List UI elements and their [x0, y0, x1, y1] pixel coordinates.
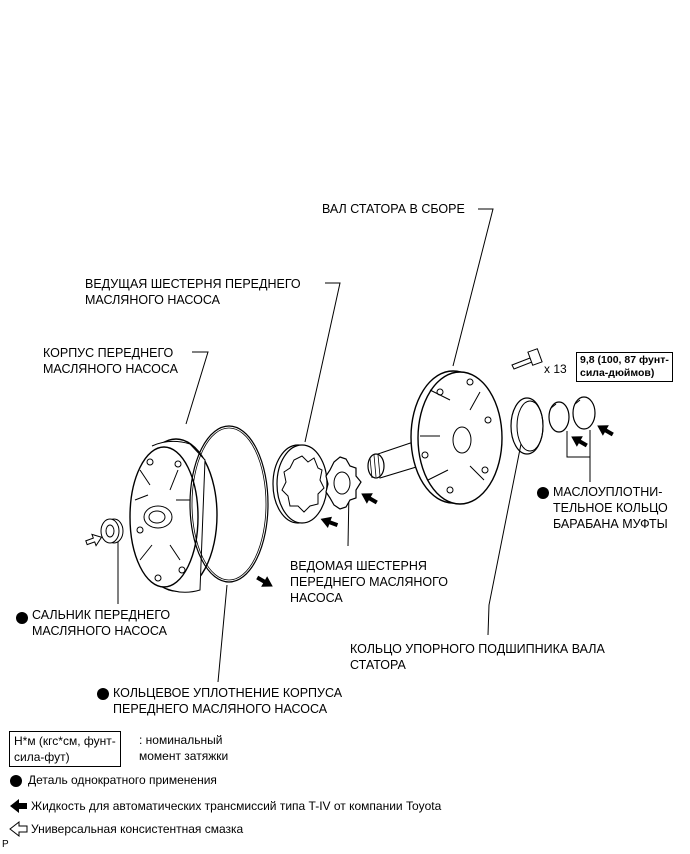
seal-ring-part-1	[548, 401, 570, 433]
label-o-ring: КОЛЬЦЕВОЕ УПЛОТНЕНИЕ КОРПУСА ПЕРЕДНЕГО М…	[113, 686, 343, 716]
legend-single-use-bullet-icon	[10, 775, 22, 787]
oil-seal-part	[100, 518, 124, 544]
label-bolt-quantity: x 13	[544, 362, 567, 376]
o-ring-part	[189, 425, 269, 583]
corner-mark: P	[2, 839, 9, 850]
label-oil-seal: САЛЬНИК ПЕРЕДНЕГО МАСЛЯНОГО НАСОСА	[32, 608, 171, 638]
legend-atf: Жидкость для автоматических трансмиссий …	[31, 799, 442, 813]
atf-arrow-icon	[256, 575, 273, 587]
atf-arrows	[256, 425, 614, 587]
single-use-bullet-icon	[537, 487, 549, 499]
atf-arrow-icon	[320, 516, 339, 528]
legend-grease-arrow-icon	[9, 820, 28, 838]
torque-spec-box: 9,8 (100, 87 фунт- сила-дюймов)	[576, 352, 673, 382]
leader-bearing-race	[487, 443, 522, 636]
leader-drive-gear	[304, 282, 341, 443]
drive-gear-part	[272, 444, 328, 524]
label-stator-shaft: ВАЛ СТАТОРА В СБОРЕ	[322, 202, 465, 216]
legend-units-description: : номинальный момент затяжки	[139, 733, 229, 763]
legend-units-box: Н*м (кгс*см, фунт- сила-фут)	[9, 731, 121, 767]
leader-seal-ring	[566, 431, 591, 482]
leader-o-ring	[217, 584, 228, 683]
legend-atf-arrow-icon	[10, 799, 27, 813]
seal-ring-part-2	[572, 396, 596, 430]
bolt-part	[511, 348, 543, 370]
single-use-bullet-icon	[16, 612, 28, 624]
grease-arrow-icon	[85, 533, 103, 547]
label-pump-body: КОРПУС ПЕРЕДНЕГО МАСЛЯНОГО НАСОСА	[43, 346, 178, 376]
label-drive-gear: ВЕДУЩАЯ ШЕСТЕРНЯ ПЕРЕДНЕГО МАСЛЯНОГО НАС…	[85, 277, 301, 307]
atf-arrow-icon	[597, 425, 614, 437]
pump-body-part	[129, 438, 218, 593]
label-seal-ring: МАСЛОУПЛОТНИ- ТЕЛЬНОЕ КОЛЬЦО БАРАБАНА МУ…	[553, 485, 668, 531]
legend-grease: Универсальная консистентная смазка	[31, 822, 244, 836]
single-use-bullet-icon	[97, 688, 109, 700]
atf-arrow-icon	[571, 436, 588, 448]
leader-pump-body	[185, 351, 209, 425]
atf-arrow-icon	[361, 493, 378, 505]
label-bearing-race: КОЛЬЦО УПОРНОГО ПОДШИПНИКА ВАЛА СТАТОРА	[350, 642, 605, 672]
legend-single-use: Деталь однократного применения	[28, 773, 217, 787]
stator-shaft-part	[367, 370, 503, 505]
driven-gear-part	[325, 456, 362, 510]
bearing-race-part	[510, 397, 544, 455]
label-driven-gear: ВЕДОМАЯ ШЕСТЕРНЯ ПЕРЕДНЕГО МАСЛЯНОГО НАС…	[290, 559, 448, 605]
leader-stator-shaft	[452, 208, 494, 367]
